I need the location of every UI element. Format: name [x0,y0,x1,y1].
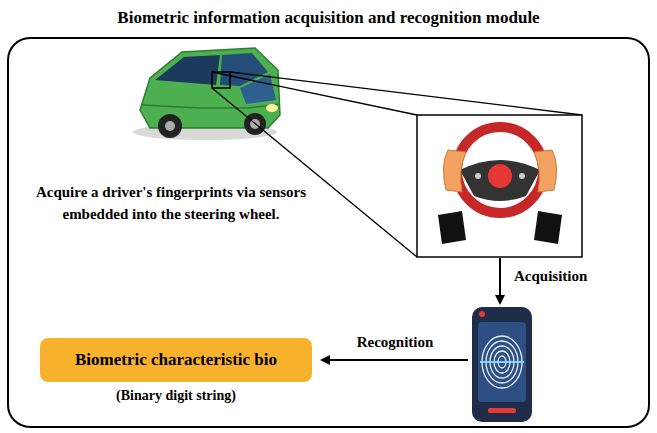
description-text: Acquire a driver's fingerprints via sens… [12,182,330,226]
zoom-lines [212,72,582,257]
box-text: Biometric characteristic bio [61,338,291,382]
recognition-arrow [322,359,468,361]
acquisition-arrow [499,258,501,303]
fingerprint-scanner [472,307,532,422]
box-fill: Biometric characteristic bio [40,338,312,382]
inset-frame [417,115,582,257]
module-frame [8,38,649,427]
box-subtitle: (Binary digit string) [40,388,312,404]
arrow-label: Acquisition [514,268,587,285]
steering-wheel [438,127,562,244]
diagram-title: Biometric information acquisition and re… [117,8,539,28]
arrow-label: Recognition [357,334,434,351]
characteristic-box: Biometric characteristic bio (Binary digi… [40,338,312,404]
